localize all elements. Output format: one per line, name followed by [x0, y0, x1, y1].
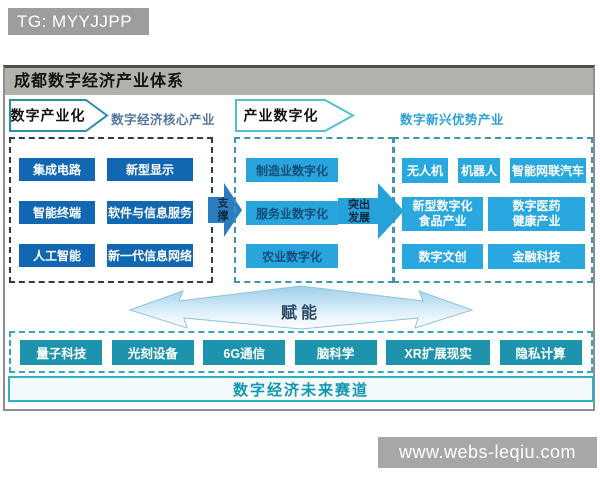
- industry-box: 新一代信息网络: [107, 244, 193, 267]
- future-track-box: 6G通信: [203, 339, 286, 365]
- emerging-row: 数字文创 金融科技: [402, 244, 591, 269]
- future-tracks-group: 量子科技 光刻设备 6G通信 脑科学 XR扩展现实 隐私计算: [9, 331, 593, 373]
- caption-emerging-industries: 数字新兴优势产业: [399, 113, 504, 127]
- empower-label: 赋能: [280, 305, 321, 322]
- future-track-box: 脑科学: [294, 339, 377, 365]
- caption-core-industries: 数字经济核心产业: [111, 113, 216, 127]
- industry-box: 软件与信息服务: [107, 201, 193, 224]
- emerging-box: 金融科技: [488, 244, 585, 269]
- develop-arrow-label: 突出 发展: [348, 198, 370, 224]
- future-track-box: XR扩展现实: [386, 339, 491, 365]
- site-watermark-badge: www.webs-leqiu.com: [378, 437, 597, 468]
- tab-arrow-shape: [9, 99, 109, 132]
- diagram-panel: 成都数字经济产业体系 数字产业化 数字经济核心产业 产业数字化 数字新兴优势产业…: [3, 65, 595, 411]
- emerging-industries-group: 无人机 机器人 智能网联汽车 新型数字化 食品产业 数字医药 健康产业 数字文创…: [393, 137, 593, 283]
- digitalization-box: 服务业数字化: [246, 201, 338, 225]
- future-track-box: 光刻设备: [111, 339, 194, 365]
- digitalization-group: 制造业数字化 服务业数字化 农业数字化: [234, 137, 394, 283]
- digitalization-box: 农业数字化: [246, 244, 338, 268]
- industry-box: 智能终端: [19, 201, 95, 224]
- empower-arrow-icon: [128, 285, 474, 330]
- digitalization-box: 制造业数字化: [246, 158, 338, 182]
- panel-title: 成都数字经济产业体系: [5, 68, 593, 95]
- core-industries-row: 人工智能 新一代信息网络: [19, 244, 211, 267]
- emerging-box: 数字文创: [402, 244, 483, 269]
- emerging-row: 无人机 机器人 智能网联汽车: [402, 158, 591, 183]
- tab-label: 数字产业化: [11, 108, 86, 124]
- support-arrow-icon: [208, 183, 242, 237]
- tab-label: 产业数字化: [244, 108, 319, 124]
- tab-arrow-shape: [235, 99, 355, 132]
- tab-digital-industrialization: 数字产业化: [9, 99, 109, 132]
- future-bar: 数字经济未来赛道: [8, 376, 594, 402]
- support-arrow-label: 支撑: [216, 197, 228, 223]
- tab-industry-digitalization: 产业数字化: [235, 99, 355, 132]
- industry-box: 人工智能: [19, 244, 95, 267]
- emerging-box: 数字医药 健康产业: [488, 197, 585, 231]
- develop-arrow-icon: [338, 183, 404, 239]
- future-track-box: 隐私计算: [499, 339, 582, 365]
- emerging-box: 无人机: [402, 158, 448, 183]
- tg-watermark-badge: TG: MYYJJPP: [8, 8, 149, 35]
- diagram-content: 数字产业化 数字经济核心产业 产业数字化 数字新兴优势产业 集成电路 新型显示 …: [5, 95, 594, 406]
- core-industries-group: 集成电路 新型显示 智能终端 软件与信息服务 人工智能 新一代信息网络: [9, 137, 213, 283]
- core-industries-row: 智能终端 软件与信息服务: [19, 201, 211, 224]
- emerging-box: 新型数字化 食品产业: [402, 197, 483, 231]
- industry-box: 新型显示: [107, 158, 193, 181]
- industry-box: 集成电路: [19, 158, 95, 181]
- emerging-box: 智能网联汽车: [510, 158, 586, 183]
- emerging-box: 机器人: [458, 158, 500, 183]
- core-industries-row: 集成电路 新型显示: [19, 158, 211, 181]
- future-track-box: 量子科技: [20, 339, 103, 365]
- emerging-row: 新型数字化 食品产业 数字医药 健康产业: [402, 197, 591, 231]
